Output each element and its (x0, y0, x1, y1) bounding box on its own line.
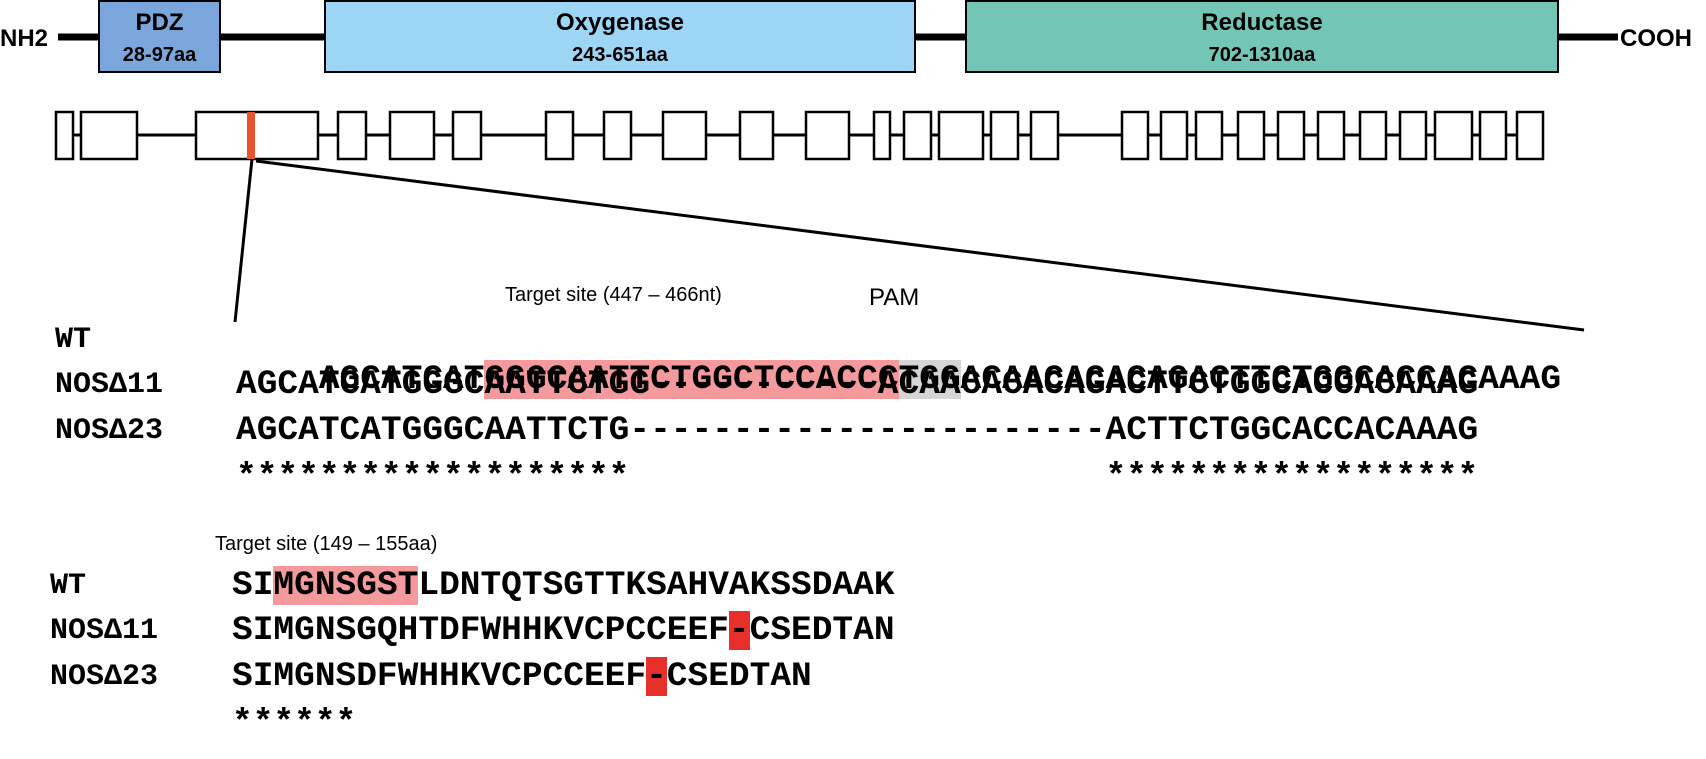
dna-sequence-nos-d11: AGCATCATGGGCAATTCTGG-----------ACAACACAC… (236, 365, 1478, 405)
dna-row-label-wt: WT (55, 323, 92, 357)
protein-segment: CSEDTAN (666, 657, 812, 696)
exon-box (989, 110, 1020, 161)
protein-row-label-nos-d11: NOSΔ11 (50, 614, 159, 648)
exon-box (194, 110, 320, 161)
exon-box (902, 110, 933, 161)
exon-box (388, 110, 436, 161)
protein-conservation-line: ****** (232, 704, 357, 743)
protein-sequence-wt: SIMGNSGSTLDNTQTSGTTKSAHVAKSSDAAK (232, 566, 895, 606)
protein-segment: LDNTQTSGTTKSAHVAKSSDAAK (418, 566, 895, 605)
c-terminus-label: COOH (1620, 25, 1692, 52)
stop-gap-highlight: - (646, 657, 667, 696)
exon-box (1515, 110, 1545, 161)
exon-box (1358, 110, 1388, 161)
protein-segment: SIMGNSGQHTDFWHHKVCPCCEEF (232, 611, 729, 650)
exon-box (54, 110, 75, 161)
exon-box (937, 110, 985, 161)
dna-segment: AGCATCATGGGCAATTCTG---------------------… (236, 411, 1479, 450)
n-terminus-label: NH2 (0, 25, 48, 52)
exon-box (1236, 110, 1266, 161)
exon-box (1316, 110, 1346, 161)
dna-target-site-highlight: GGGCAATTCTGGCTCCACCC (484, 360, 899, 399)
protein-target-site-highlight: MGNSGST (273, 566, 419, 605)
exon-group (54, 110, 1545, 161)
dna-sequence-nos-d23: AGCATCATGGGCAATTCTG---------------------… (236, 411, 1478, 451)
zoom-lines (233, 158, 1585, 332)
target-site-marker (247, 112, 255, 159)
exon-box (336, 110, 368, 161)
domain-name: Reductase (1201, 9, 1322, 36)
exon-box (661, 110, 708, 161)
domain-pdz: PDZ 28-97aa (98, 0, 221, 73)
protein-target-site-label: Target site (149 – 155aa) (215, 533, 438, 555)
exon-box (804, 110, 851, 161)
exon-box (1029, 110, 1060, 161)
protein-segment: CSEDTAN (749, 611, 895, 650)
protein-domain-map: NH2 COOH PDZ 28-97aa Oxygenase 243-651aa… (0, 0, 1692, 73)
domain-oxygenase: Oxygenase 243-651aa (324, 0, 916, 73)
exon-box (1433, 110, 1474, 161)
domain-range: 243-651aa (572, 44, 669, 66)
protein-sequence-nos-d23: SIMGNSDFWHHKVCPCCEEF-CSEDTAN (232, 657, 812, 697)
dna-row-label-nos-d11: NOSΔ11 (55, 368, 164, 402)
protein-segment: SIMGNSDFWHHKVCPCCEEF (232, 657, 647, 696)
stop-gap-highlight: - (728, 611, 750, 650)
dna-segment: AGCATCATGGGCAATTCTGG-----------ACAACACAC… (236, 365, 1479, 404)
dna-target-site-label: Target site (447 – 466nt) (505, 284, 722, 306)
exon-box (451, 110, 483, 161)
exon-box (872, 110, 892, 161)
exon-box (738, 110, 775, 161)
exon-box (1120, 110, 1150, 161)
domain-name: PDZ (136, 9, 184, 36)
protein-row-label-nos-d23: NOSΔ23 (50, 660, 159, 694)
exon-box (1398, 110, 1428, 161)
dna-row-label-nos-d23: NOSΔ23 (55, 414, 164, 448)
zoom-line-right (255, 159, 1585, 332)
dna-sequence-wt: AGCATCATGGGCAATTCTGGCTCCACCCTGGACAACACAC… (236, 320, 1561, 440)
exon-box (79, 110, 139, 161)
domain-range: 702-1310aa (1209, 44, 1317, 66)
exon-box (544, 110, 575, 161)
domain-reductase: Reductase 702-1310aa (965, 0, 1559, 73)
exon-box (1276, 110, 1306, 161)
pam-label: PAM (869, 284, 920, 311)
dna-segment: ACAACACACAGACTTCTGGCACCACAAAG (960, 360, 1562, 399)
protein-segment: SI (232, 566, 274, 605)
domain-name: Oxygenase (556, 9, 684, 36)
exon-box (1159, 110, 1189, 161)
dna-segment: AGCATCAT (318, 360, 485, 399)
gene-structure (54, 110, 1545, 161)
protein-sequence-nos-d11: SIMGNSGQHTDFWHHKVCPCCEEF-CSEDTAN (232, 611, 895, 651)
domain-range: 28-97aa (123, 44, 197, 66)
pam-highlight: TGG (898, 360, 961, 399)
protein-row-label-wt: WT (50, 569, 87, 603)
exon-box (1478, 110, 1508, 161)
exon-box (602, 110, 633, 161)
zoom-line-left (233, 158, 254, 323)
dna-conservation-line: ******************* ****************** (236, 458, 1479, 497)
exon-box (1194, 110, 1224, 161)
